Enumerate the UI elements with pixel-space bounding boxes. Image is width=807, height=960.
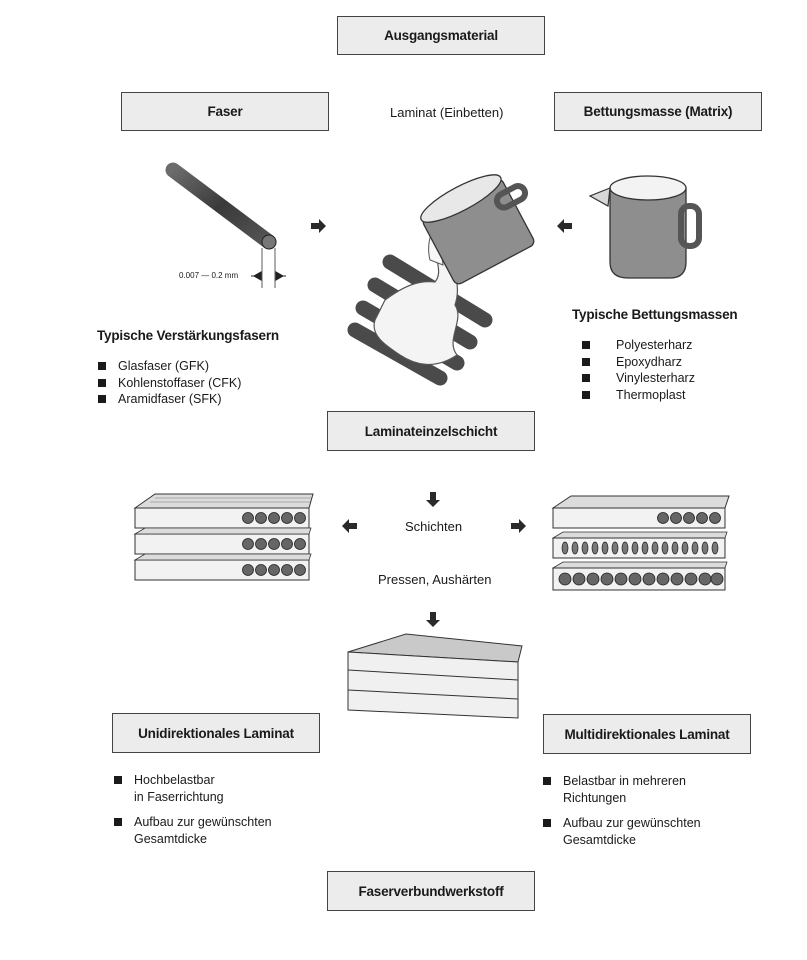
- arrow-right-icon: [311, 219, 326, 233]
- arrow-left-icon: [342, 519, 357, 533]
- box-bettungsmasse: Bettungsmasse (Matrix): [554, 92, 762, 131]
- list-item: Thermoplast: [582, 387, 695, 404]
- list-item: Belastbar in mehreren Richtungen: [543, 773, 701, 806]
- arrow-right-icon: [511, 519, 526, 533]
- multidirectional-stack-illustration: [551, 495, 730, 591]
- label-pressen-aushaerten: Pressen, Aushärten: [378, 572, 492, 587]
- arrow-left-icon: [557, 219, 572, 233]
- unidirectional-stack-illustration: [133, 493, 314, 581]
- list-bettungsmassen: Polyesterharz Epoxydharz Vinylesterharz …: [582, 337, 695, 403]
- fibre-rod-illustration: [165, 162, 286, 288]
- box-multidirektionales-laminat: Multidirektionales Laminat: [543, 714, 751, 754]
- list-multi-eigenschaften: Belastbar in mehreren Richtungen Aufbau …: [543, 773, 701, 857]
- label-schichten: Schichten: [405, 519, 463, 534]
- box-unidirektionales-laminat: Unidirektionales Laminat: [112, 713, 320, 753]
- list-item: Kohlenstoffaser (CFK): [98, 375, 241, 392]
- laminating-illustration: [347, 174, 535, 386]
- list-item: Glasfaser (GFK): [98, 358, 241, 375]
- heading-verstaerkungsfasern: Typische Verstärkungsfasern: [97, 328, 279, 343]
- heading-bettungsmassen: Typische Bettungsmassen: [572, 307, 738, 322]
- box-laminateinzelschicht: Laminateinzelschicht: [327, 411, 535, 451]
- list-item: Polyesterharz: [582, 337, 695, 354]
- label-laminat-einbetten: Laminat (Einbetten): [390, 105, 504, 120]
- list-item: Aramidfaser (SFK): [98, 391, 241, 408]
- list-verstaerkungsfasern: Glasfaser (GFK) Kohlenstoffaser (CFK) Ar…: [98, 358, 241, 408]
- list-item: Hochbelastbar in Faserrichtung: [114, 772, 272, 805]
- list-uni-eigenschaften: Hochbelastbar in Faserrichtung Aufbau zu…: [114, 772, 272, 856]
- pressed-laminate-illustration: [347, 633, 523, 719]
- list-item: Vinylesterharz: [582, 370, 695, 387]
- list-item: Aufbau zur gewünschten Gesamtdicke: [543, 815, 701, 848]
- matrix-jug-illustration: [588, 175, 702, 279]
- box-ausgangsmaterial: Ausgangsmaterial: [337, 16, 545, 55]
- list-item: Aufbau zur gewünschten Gesamtdicke: [114, 814, 272, 847]
- box-faserverbundwerkstoff: Faserverbundwerkstoff: [327, 871, 535, 911]
- list-item: Epoxydharz: [582, 354, 695, 371]
- box-faser: Faser: [121, 92, 329, 131]
- arrow-down-icon: [426, 612, 440, 627]
- arrow-down-icon: [426, 492, 440, 507]
- label-dimension: 0.007 — 0.2 mm: [179, 271, 239, 280]
